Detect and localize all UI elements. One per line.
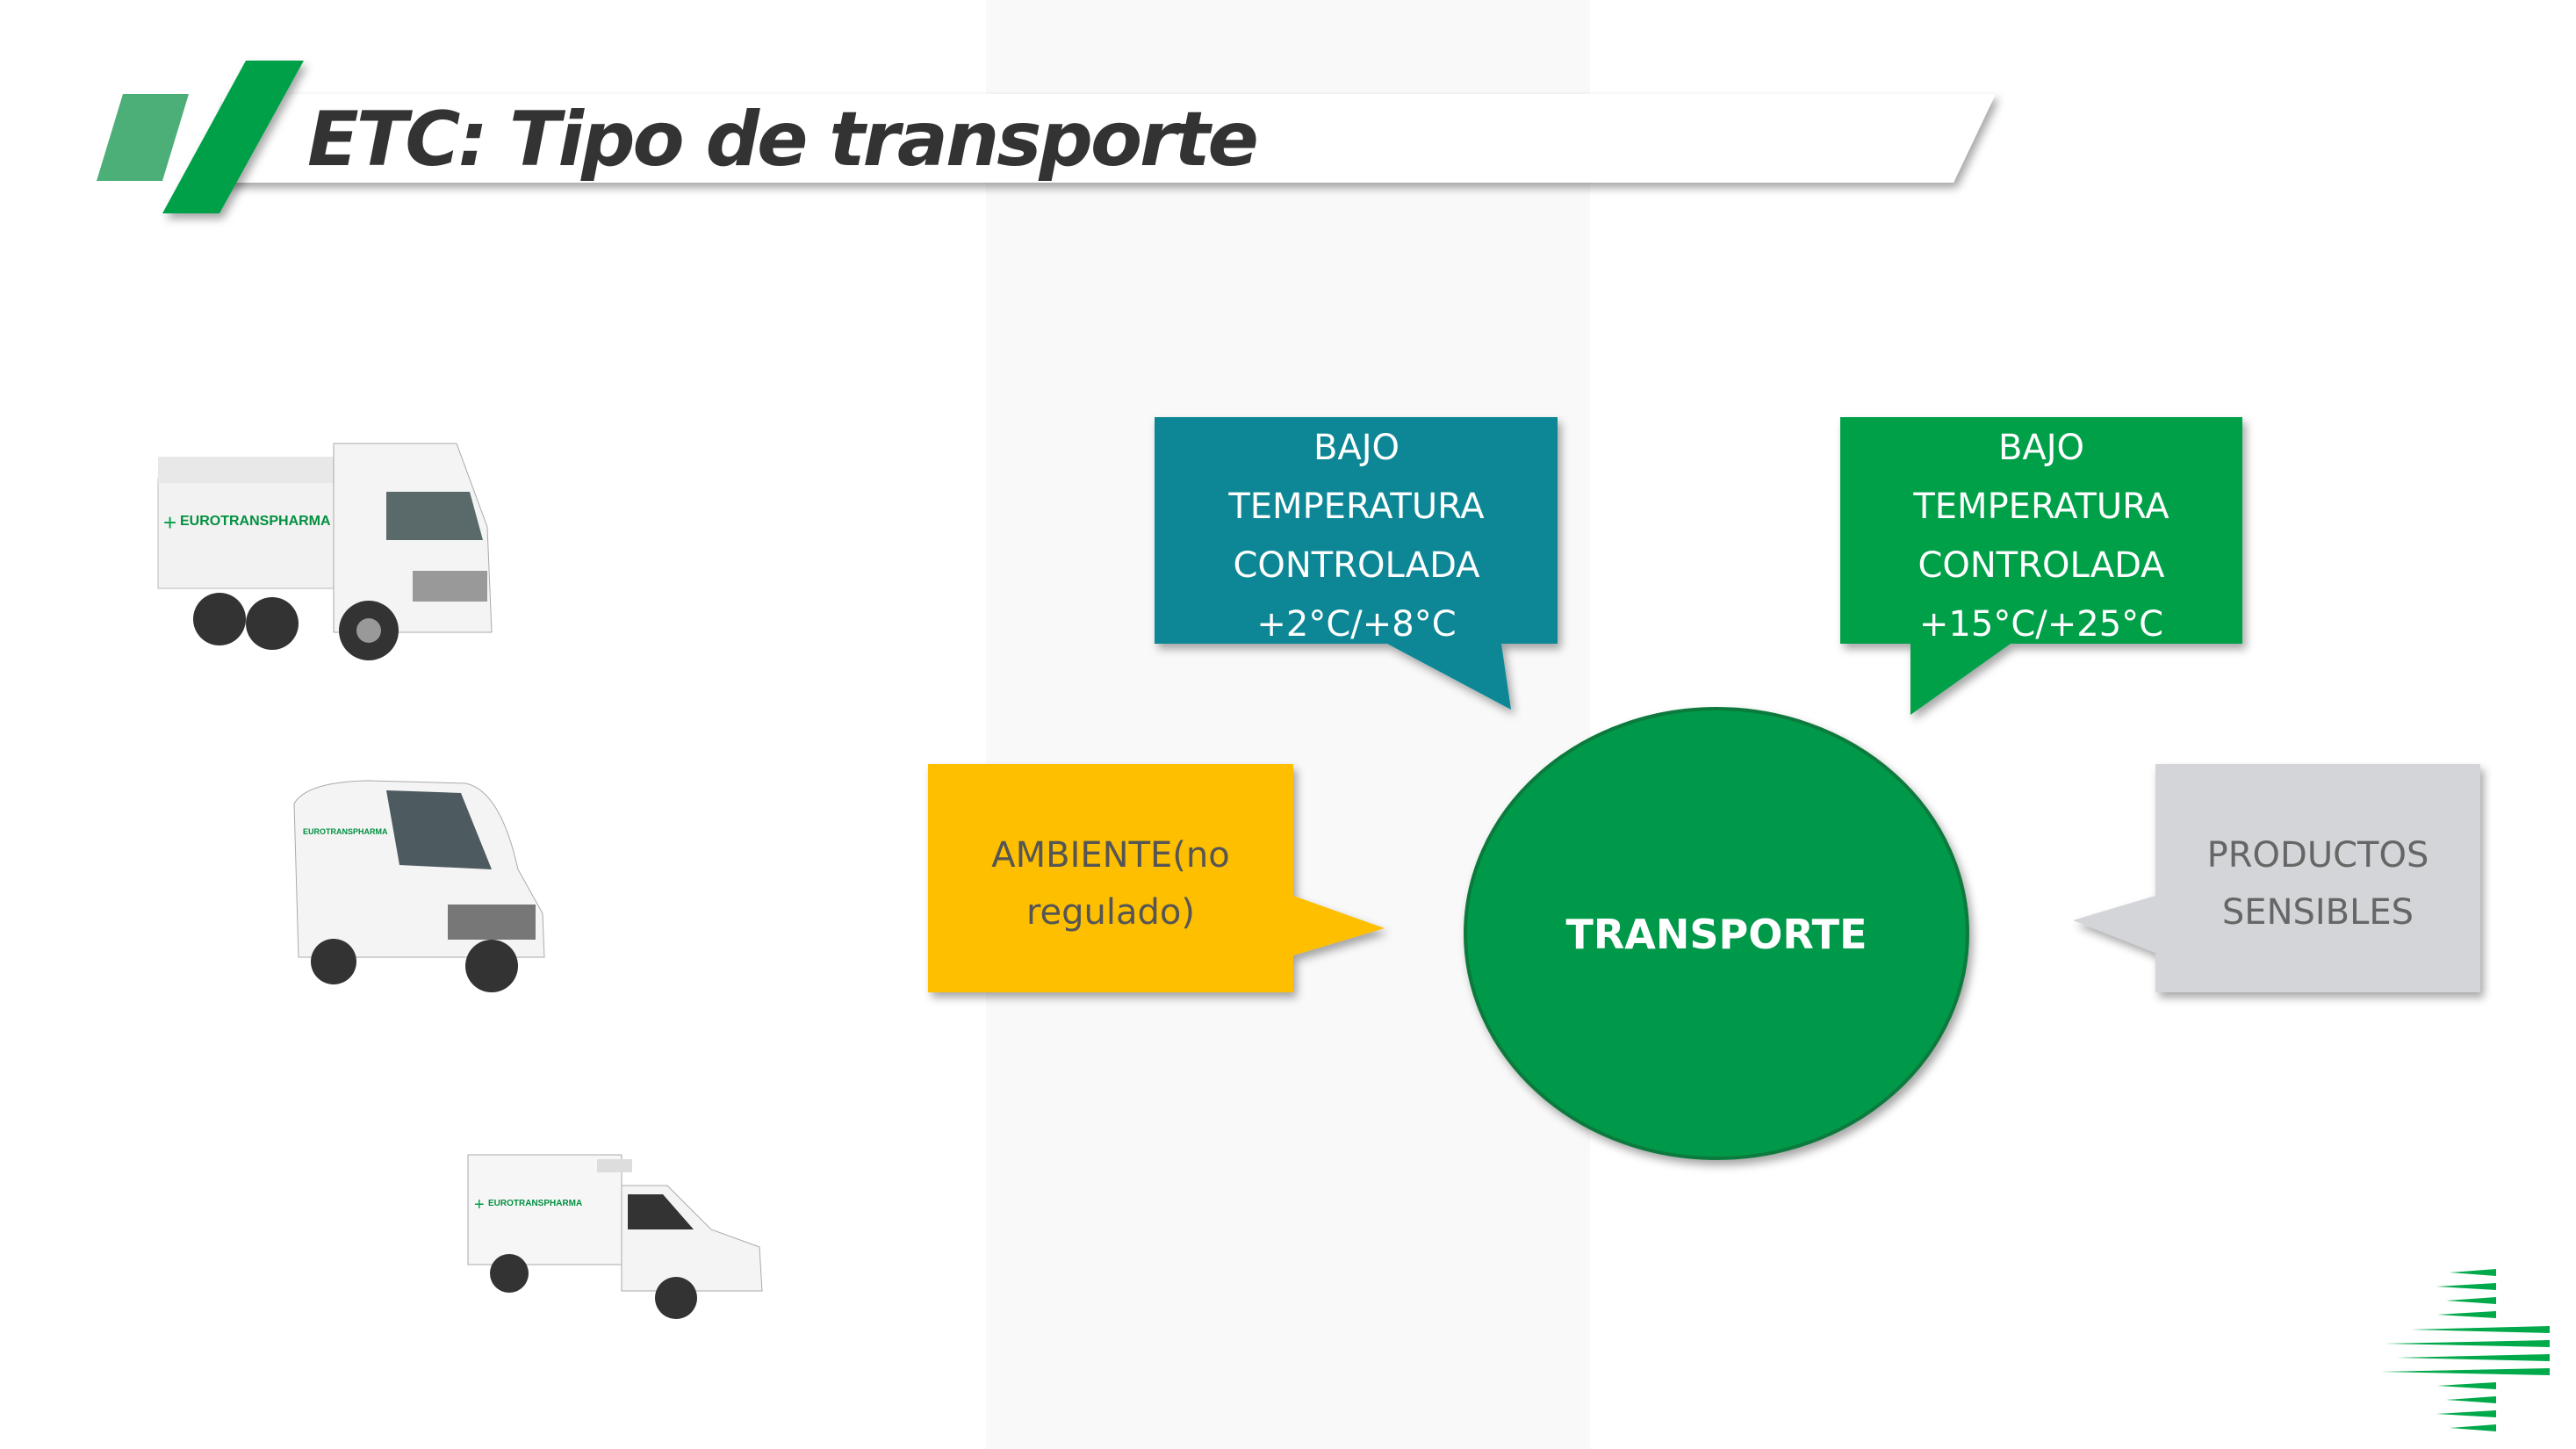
callout-line: PRODUCTOS xyxy=(2207,835,2429,876)
callout-line: TEMPERATURA xyxy=(1912,487,2169,527)
callout-line: BAJO xyxy=(1998,428,2084,468)
brand-cross-icon: + xyxy=(474,1195,485,1215)
callout-line: BAJO xyxy=(1313,428,1400,468)
brand-cross-icon: + xyxy=(163,509,176,536)
background-band xyxy=(986,0,1590,1449)
callout-refrigerated: BAJO TEMPERATURA CONTROLADA +2°C/+8°C xyxy=(1155,417,1558,710)
vehicle-brand-text: EUROTRANSPHARMA xyxy=(303,827,388,836)
van-image: EUROTRANSPHARMA xyxy=(293,780,545,992)
small-van-image: + EUROTRANSPHARMA xyxy=(467,1154,763,1319)
callout-line: TEMPERATURA xyxy=(1227,487,1485,527)
vehicle-brand-text: EUROTRANSPHARMA xyxy=(180,514,331,529)
title-accent-dark xyxy=(162,61,304,213)
brand-logo-icon xyxy=(2381,1269,2550,1431)
callout-line: CONTROLADA xyxy=(1233,545,1480,586)
callout-line: regulado) xyxy=(1026,892,1195,933)
vehicle-brand-text: EUROTRANSPHARMA xyxy=(488,1199,582,1208)
callout-ambient: AMBIENTE(no regulado) xyxy=(928,764,1385,992)
page-title: ETC: Tipo de transporte xyxy=(307,96,1257,184)
callout-line: SENSIBLES xyxy=(2222,892,2414,933)
callout-sensitive: PRODUCTOS SENSIBLES xyxy=(2073,764,2480,992)
callout-controlled: BAJO TEMPERATURA CONTROLADA +15°C/+25°C xyxy=(1840,417,2242,715)
callout-line: +15°C/+25°C xyxy=(1919,604,2163,645)
title-accent-light xyxy=(97,94,189,181)
transport-label: TRANSPORTE xyxy=(1565,911,1867,958)
callout-line: AMBIENTE(no xyxy=(991,835,1229,876)
title-bar: ETC: Tipo de transporte xyxy=(97,61,1996,213)
transport-circle: TRANSPORTE xyxy=(1464,707,1969,1160)
callout-line: +2°C/+8°C xyxy=(1256,604,1456,645)
callout-line: CONTROLADA xyxy=(1918,545,2165,586)
truck-image: EUROTRANSPHARMA + xyxy=(157,443,493,660)
